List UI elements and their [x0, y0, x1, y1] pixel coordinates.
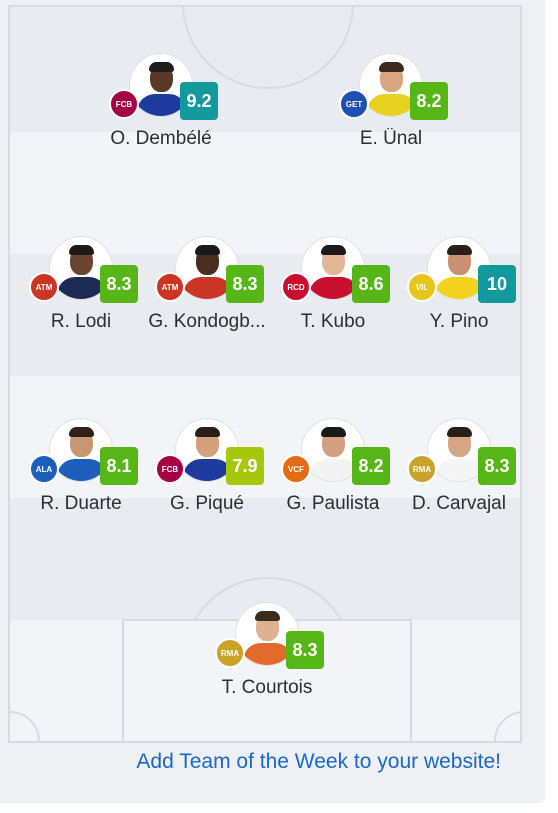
player-name[interactable]: T. Courtois: [221, 677, 313, 698]
rating-badge: 9.2: [180, 82, 218, 120]
rating-badge: 8.3: [100, 265, 138, 303]
rating-badge: 8.2: [410, 82, 448, 120]
player-photo: [301, 418, 365, 482]
player-name[interactable]: Y. Pino: [429, 311, 489, 332]
rating-badge: 8.1: [100, 447, 138, 485]
rating-badge: 8.3: [286, 631, 324, 669]
barcelona-crest-icon: FCB: [155, 454, 185, 484]
player-card[interactable]: VIL 10 Y. Pino: [394, 236, 520, 336]
alaves-crest-icon: ALA: [29, 454, 59, 484]
player-name[interactable]: E. Ünal: [359, 128, 423, 149]
valencia-crest-icon: VCF: [281, 454, 311, 484]
mallorca-crest-icon: RCD: [281, 272, 311, 302]
villarreal-crest-icon: VIL: [407, 272, 437, 302]
getafe-crest-icon: GET: [339, 89, 369, 119]
real-madrid-crest-icon: RMA: [407, 454, 437, 484]
rating-badge: 8.3: [478, 447, 516, 485]
atletico-crest-icon: ATM: [29, 272, 59, 302]
player-card[interactable]: RMA 8.3 D. Carvajal: [394, 418, 520, 518]
player-card[interactable]: RMA 8.3 T. Courtois: [202, 602, 332, 702]
player-name[interactable]: D. Carvajal: [412, 493, 506, 514]
atletico-crest-icon: ATM: [155, 272, 185, 302]
rating-badge: 7.9: [226, 447, 264, 485]
rating-badge: 8.3: [226, 265, 264, 303]
add-team-of-week-link[interactable]: Add Team of the Week to your website!: [136, 750, 501, 773]
rating-badge: 8.2: [352, 447, 390, 485]
player-name[interactable]: O. Dembélé: [110, 128, 212, 149]
rating-badge: 10: [478, 265, 516, 303]
barcelona-crest-icon: FCB: [109, 89, 139, 119]
player-card[interactable]: GET 8.2 E. Ünal: [326, 53, 456, 153]
rating-badge: 8.6: [352, 265, 390, 303]
player-card[interactable]: FCB 9.2 O. Dembélé: [96, 53, 226, 153]
real-madrid-crest-icon: RMA: [215, 638, 245, 668]
